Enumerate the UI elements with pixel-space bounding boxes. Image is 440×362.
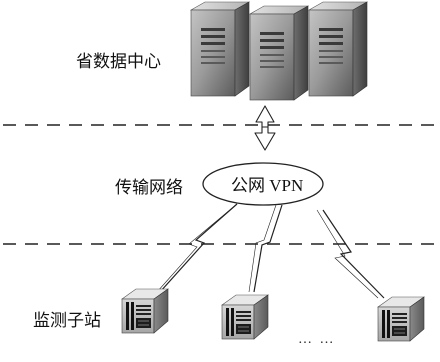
public-network-label: 公网 VPN <box>231 176 303 195</box>
wireless-link-2b-icon <box>248 204 277 293</box>
network-label: 传输网络 <box>115 178 183 198</box>
more-substations-ellipsis: … … <box>298 332 336 347</box>
wireless-link-3b-icon <box>316 209 379 299</box>
data-center-server-1 <box>190 1 250 97</box>
substation-box-1 <box>121 288 169 334</box>
data-center-server-3 <box>308 1 368 97</box>
wireless-link-3-icon <box>322 209 385 299</box>
data-center-label: 省数据中心 <box>76 52 161 72</box>
substation-label: 监测子站 <box>33 311 101 331</box>
data-center-server-2 <box>249 5 309 101</box>
substation-box-2 <box>221 294 269 340</box>
wireless-link-2-icon <box>253 204 283 293</box>
data-center-link-icon <box>254 105 276 151</box>
wireless-link-1-icon <box>159 203 238 293</box>
wireless-link-1b-icon <box>156 203 238 293</box>
substation-box-3 <box>377 296 425 342</box>
public-network-ellipse <box>202 162 324 206</box>
